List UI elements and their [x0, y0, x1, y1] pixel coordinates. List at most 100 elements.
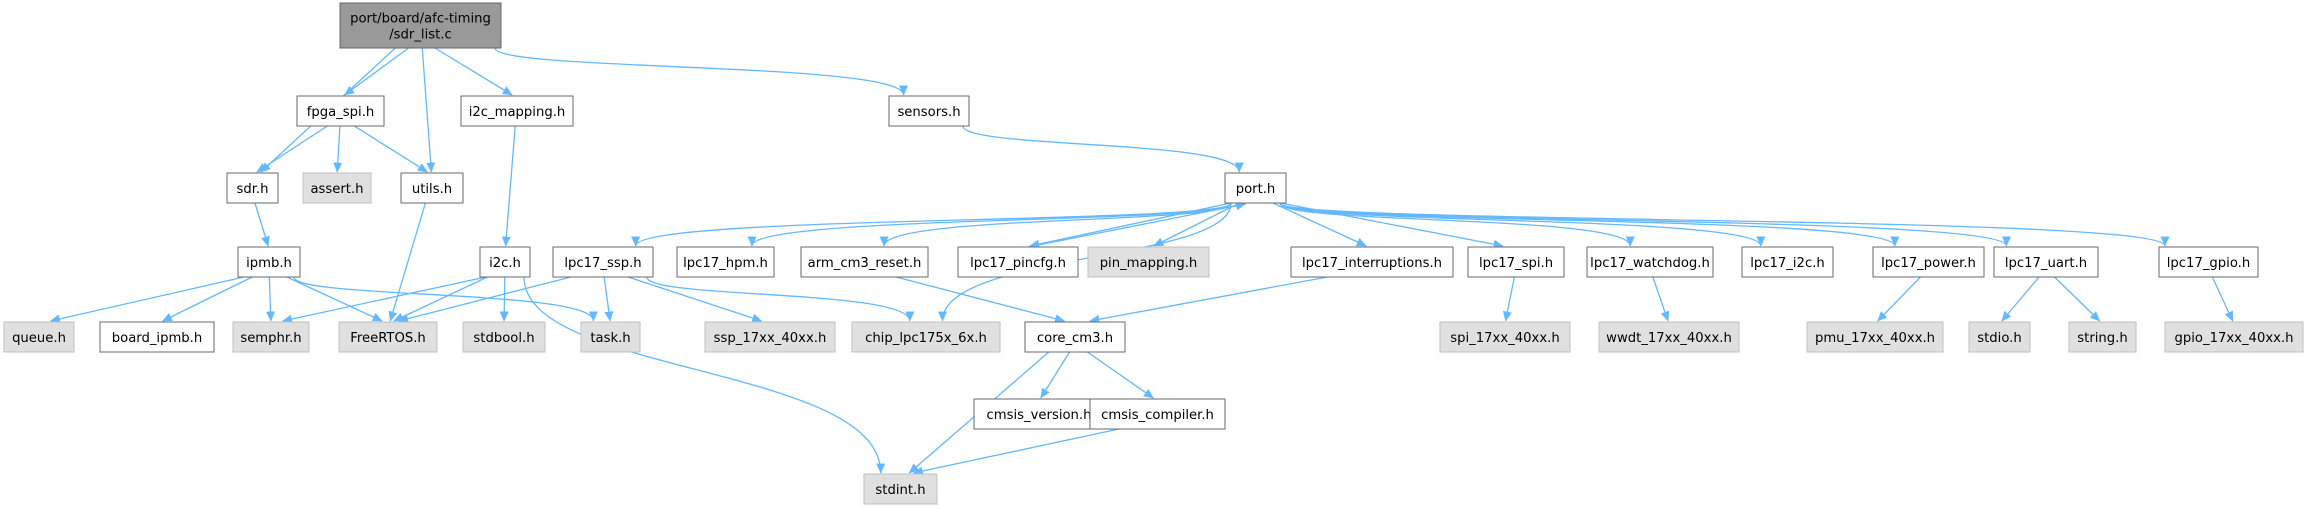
node-box	[2068, 321, 2137, 353]
node-lpc17-i2c[interactable]: lpc17_i2c.h	[1741, 246, 1834, 278]
node-lpc17-power[interactable]: lpc17_power.h	[1872, 246, 1985, 278]
node-pmu-17xx: pmu_17xx_40xx.h	[1806, 321, 1944, 353]
node-cmsis-compiler[interactable]: cmsis_compiler.h	[1089, 398, 1226, 430]
edge-fpga_spi-to-utils	[353, 125, 427, 173]
edge-sensors-to-port	[962, 125, 1239, 172]
edge-root-to-i2c_mapping	[434, 47, 512, 96]
node-label: assert.h	[310, 182, 363, 197]
edge-port-to-chip_lpc175x	[942, 202, 1232, 321]
node-arm-cm3-reset[interactable]: arm_cm3_reset.h	[800, 246, 929, 278]
node-gpio-17xx: gpio_17xx_40xx.h	[2164, 321, 2304, 353]
edge-lpc17_power-to-pmu_17xx	[1877, 276, 1921, 321]
node-box	[552, 246, 654, 278]
node-label: wwdt_17xx_40xx.h	[1606, 331, 1732, 346]
node-box	[800, 246, 929, 278]
node-box	[580, 321, 641, 353]
node-box	[1598, 321, 1740, 353]
node-label: cmsis_compiler.h	[1101, 408, 1214, 423]
node-label: port.h	[1236, 182, 1276, 197]
node-box	[232, 321, 310, 353]
edge-i2c-to-stdint	[523, 276, 881, 473]
node-label: sensors.h	[897, 105, 960, 120]
edge-port-to-lpc17_i2c	[1279, 202, 1761, 246]
node-box	[1586, 246, 1714, 278]
edge-i2c-to-semphr	[283, 276, 487, 321]
node-label: FreeRTOS.h	[350, 331, 426, 346]
edge-core_cm3-to-cmsis_version	[1040, 351, 1071, 398]
edge-port-to-lpc17_gpio	[1279, 202, 2165, 246]
edge-port-to-lpc17_uart	[1279, 202, 2006, 246]
node-lpc17-watchdog[interactable]: lpc17_watchdog.h	[1586, 246, 1714, 278]
edge-ipmb-to-freertos	[286, 276, 382, 322]
node-label: spi_17xx_40xx.h	[1450, 331, 1559, 346]
node-assert: assert.h	[302, 172, 372, 204]
node-box	[1087, 246, 1210, 278]
edge-arm_cm3_reset-to-core_cm3	[895, 276, 1064, 321]
node-box	[338, 321, 438, 353]
node-i2c-mapping[interactable]: i2c_mapping.h	[460, 95, 574, 127]
node-port[interactable]: port.h	[1224, 172, 1287, 204]
node-core-cm3[interactable]: core_cm3.h	[1024, 321, 1126, 353]
node-label: board_ipmb.h	[112, 331, 202, 346]
node-label: sdr.h	[236, 182, 268, 197]
node-box	[302, 172, 372, 204]
node-label: stdio.h	[1977, 331, 2021, 346]
edge-i2c-to-stdbool	[504, 276, 505, 321]
node-lpc17-spi[interactable]: lpc17_spi.h	[1467, 246, 1565, 278]
node-lpc17-uart[interactable]: lpc17_uart.h	[1993, 246, 2099, 278]
edge-lpc17_pincfg-to-port	[1027, 204, 1246, 248]
node-label: queue.h	[12, 331, 66, 346]
node-box	[99, 321, 215, 353]
node-lpc17-gpio[interactable]: lpc17_gpio.h	[2158, 246, 2259, 278]
edge-ipmb-to-task	[293, 276, 593, 321]
edge-root-to-fpga_spi	[345, 47, 409, 96]
node-label: pmu_17xx_40xx.h	[1815, 331, 1935, 346]
node-ipmb[interactable]: ipmb.h	[237, 246, 301, 278]
node-box	[1224, 172, 1287, 204]
node-box	[1872, 246, 1985, 278]
node-label: semphr.h	[240, 331, 301, 346]
node-sensors[interactable]: sensors.h	[888, 95, 970, 127]
node-box	[1467, 246, 1565, 278]
edge-lpc17_ssp-to-freertos	[399, 276, 571, 321]
node-cmsis-version[interactable]: cmsis_version.h	[973, 398, 1105, 430]
node-box	[1024, 321, 1126, 353]
edge-i2c_mapping-to-i2c	[506, 125, 516, 246]
node-label: lpc17_uart.h	[2005, 256, 2087, 271]
edge-cmsis_compiler-to-stdint	[913, 428, 1120, 473]
node-box	[2158, 246, 2259, 278]
edge-root-to-sensors	[494, 47, 904, 95]
node-label: lpc17_hpm.h	[683, 256, 768, 271]
node-sdr[interactable]: sdr.h	[226, 172, 279, 204]
edge-lpc17_ssp-to-chip_lpc175x	[646, 276, 910, 321]
node-box	[400, 172, 464, 204]
node-task: task.h	[580, 321, 641, 353]
node-label: utils.h	[412, 182, 452, 197]
edge-lpc17_ssp-to-task	[603, 276, 610, 321]
node-fpga-spi[interactable]: fpga_spi.h	[296, 95, 385, 127]
file-nodes: port/board/afc-timing/sdr_list.cfpga_spi…	[3, 2, 2304, 505]
node-lpc17-hpm[interactable]: lpc17_hpm.h	[676, 246, 775, 278]
node-box	[704, 321, 836, 353]
node-i2c[interactable]: i2c.h	[479, 246, 531, 278]
node-box	[2164, 321, 2304, 353]
edge-port-to-lpc17_interruptions	[1272, 202, 1366, 247]
node-label: i2c.h	[489, 256, 521, 271]
node-lpc17-pincfg[interactable]: lpc17_pincfg.h	[957, 246, 1079, 278]
edge-lpc17_gpio-to-gpio_17xx	[2211, 276, 2234, 321]
node-label: lpc17_gpio.h	[2167, 256, 2250, 271]
node-label: stdbool.h	[473, 331, 534, 346]
node-box	[1290, 246, 1454, 278]
node-lpc17-ssp[interactable]: lpc17_ssp.h	[552, 246, 654, 278]
node-utils[interactable]: utils.h	[400, 172, 464, 204]
node-box	[3, 321, 75, 353]
node-label: task.h	[590, 331, 630, 346]
node-lpc17-interruptions[interactable]: lpc17_interruptions.h	[1290, 246, 1454, 278]
node-box	[863, 473, 938, 505]
node-label: stdint.h	[875, 483, 925, 498]
node-board-ipmb[interactable]: board_ipmb.h	[99, 321, 215, 353]
node-box	[676, 246, 775, 278]
node-label: lpc17_power.h	[1881, 256, 1976, 271]
edge-port-to-lpc17_hpm	[752, 202, 1232, 246]
